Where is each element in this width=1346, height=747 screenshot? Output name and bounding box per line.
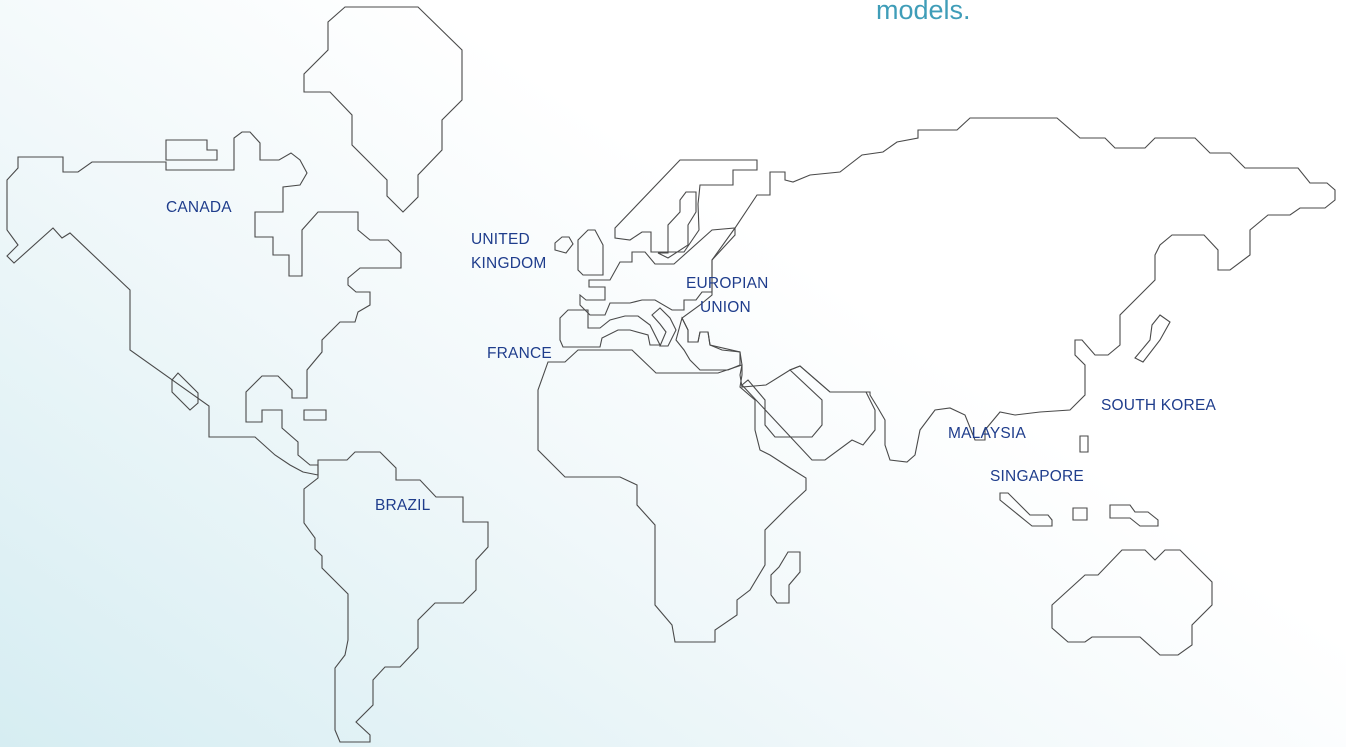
greenland-outline xyxy=(303,6,463,213)
borneo-outline xyxy=(1072,507,1088,521)
caption-text: models. xyxy=(876,0,971,25)
label-united-kingdom-line1: UNITED xyxy=(471,231,530,248)
label-france: FRANCE xyxy=(487,345,552,362)
north-america-outline xyxy=(6,131,402,476)
label-malaysia: MALAYSIA xyxy=(948,425,1026,442)
cuba-outline xyxy=(303,409,327,421)
great-britain-outline xyxy=(577,229,604,276)
sumatra-outline xyxy=(999,492,1053,527)
label-europian-union-line1: EUROPIAN xyxy=(686,275,769,292)
label-europian-union-line2: UNION xyxy=(700,299,751,316)
arctic-island-outline xyxy=(165,139,218,161)
eurasia-outline xyxy=(681,117,1336,463)
ireland-outline xyxy=(554,236,574,254)
italy-outline xyxy=(651,307,677,347)
label-singapore: SINGAPORE xyxy=(990,468,1084,485)
south-america-outline xyxy=(303,451,489,743)
japan-outline xyxy=(1134,314,1171,363)
australia-outline xyxy=(1051,549,1213,656)
baja-california-outline xyxy=(171,372,199,411)
taiwan-outline xyxy=(1079,435,1089,453)
label-brazil: BRAZIL xyxy=(375,497,431,514)
label-united-kingdom-line2: KINGDOM xyxy=(471,255,547,272)
new-guinea-outline xyxy=(1109,504,1159,527)
africa-outline xyxy=(537,349,807,643)
label-canada: CANADA xyxy=(166,199,232,216)
arabia-outline xyxy=(741,365,876,461)
sweden-outline xyxy=(657,191,697,259)
madagascar-outline xyxy=(770,551,801,604)
scandinavia-outline xyxy=(614,159,758,253)
label-south-korea: SOUTH KOREA xyxy=(1101,397,1217,414)
